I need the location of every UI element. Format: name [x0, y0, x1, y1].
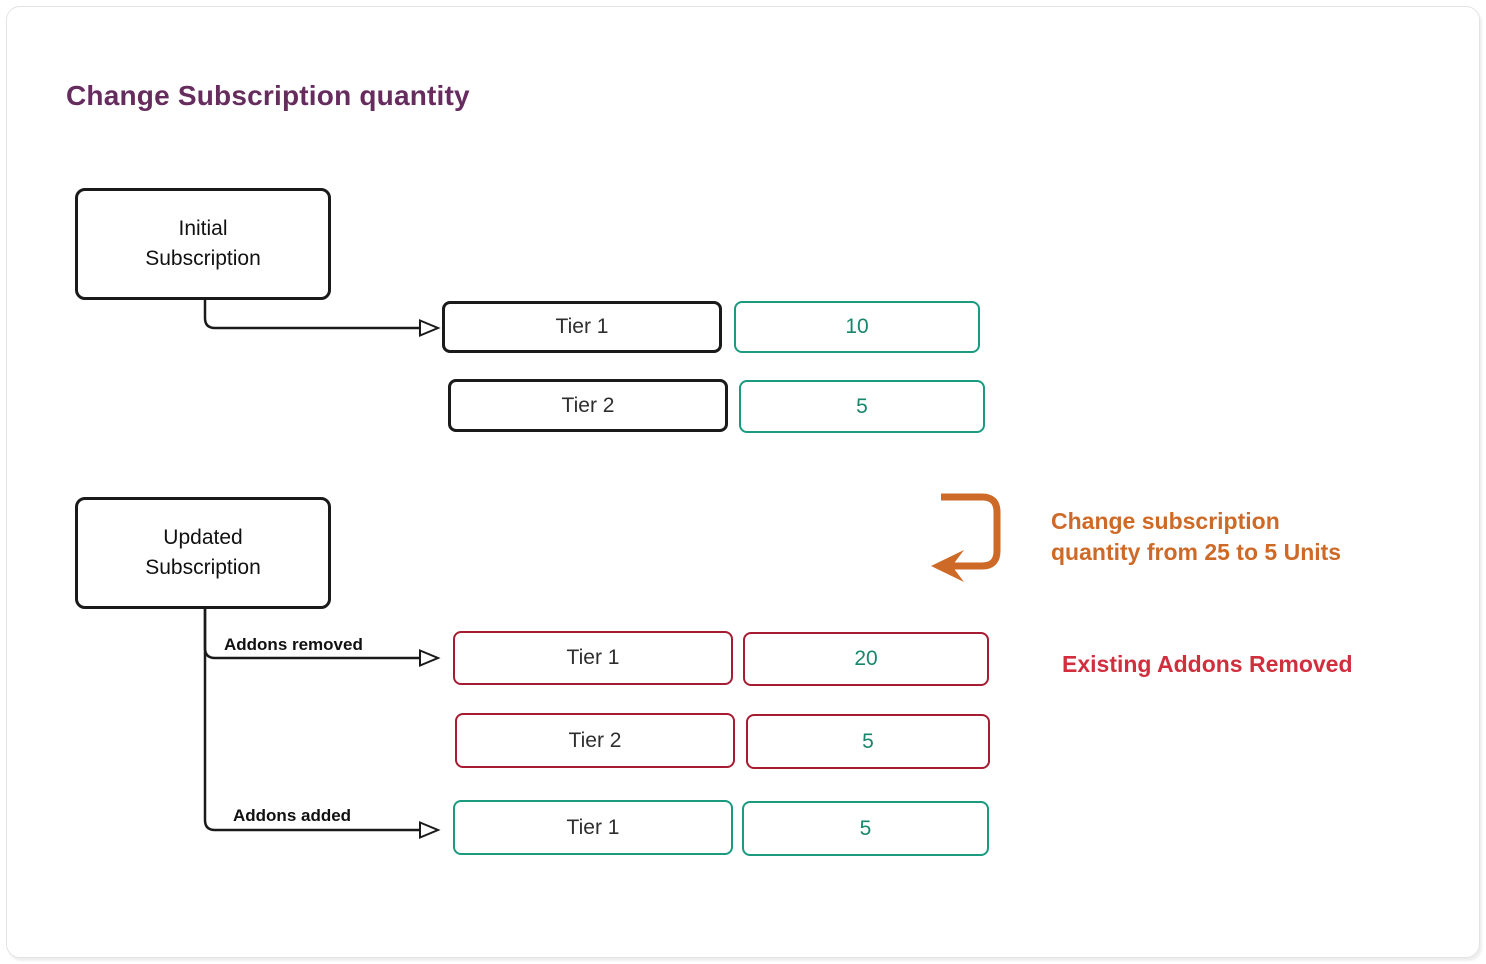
- updated-subscription-node: Updated Subscription: [75, 497, 331, 609]
- edge-label-addons-removed: Addons removed: [224, 635, 363, 654]
- initial-tier1-qty-box: 10: [734, 301, 980, 353]
- updated-removed-tier1-qty-box: 20: [743, 632, 989, 686]
- updated-removed-tier2-qty-box: 5: [746, 714, 990, 769]
- initial-tier2-qty-box: 5: [739, 380, 985, 433]
- edge-label-addons-added: Addons added: [233, 806, 352, 825]
- change-quantity-note-line1: Change subscription: [1051, 508, 1280, 534]
- page-title: Change Subscription quantity: [66, 80, 470, 111]
- initial-tier2-box: Tier 2: [448, 379, 728, 432]
- initial-subscription-node: Initial Subscription: [75, 188, 331, 300]
- updated-subscription-label-line2: Subscription: [145, 556, 261, 579]
- updated-added-tier1-qty-box: 5: [742, 801, 989, 856]
- updated-removed-tier1-box: Tier 1: [453, 631, 733, 685]
- change-quantity-note-line2: quantity from 25 to 5 Units: [1051, 539, 1342, 566]
- updated-subscription-label-line1: Updated: [163, 525, 243, 549]
- existing-addons-removed-note: Existing Addons Removed: [1062, 651, 1353, 677]
- change-quantity-note: Change subscription quantity from 25 to …: [1051, 506, 1411, 568]
- initial-subscription-label-line2: Subscription: [145, 247, 261, 270]
- updated-added-tier1-box: Tier 1: [453, 800, 733, 855]
- updated-removed-tier2-box: Tier 2: [455, 713, 735, 768]
- initial-tier1-box: Tier 1: [442, 301, 722, 353]
- initial-subscription-label-line1: Initial: [178, 216, 228, 240]
